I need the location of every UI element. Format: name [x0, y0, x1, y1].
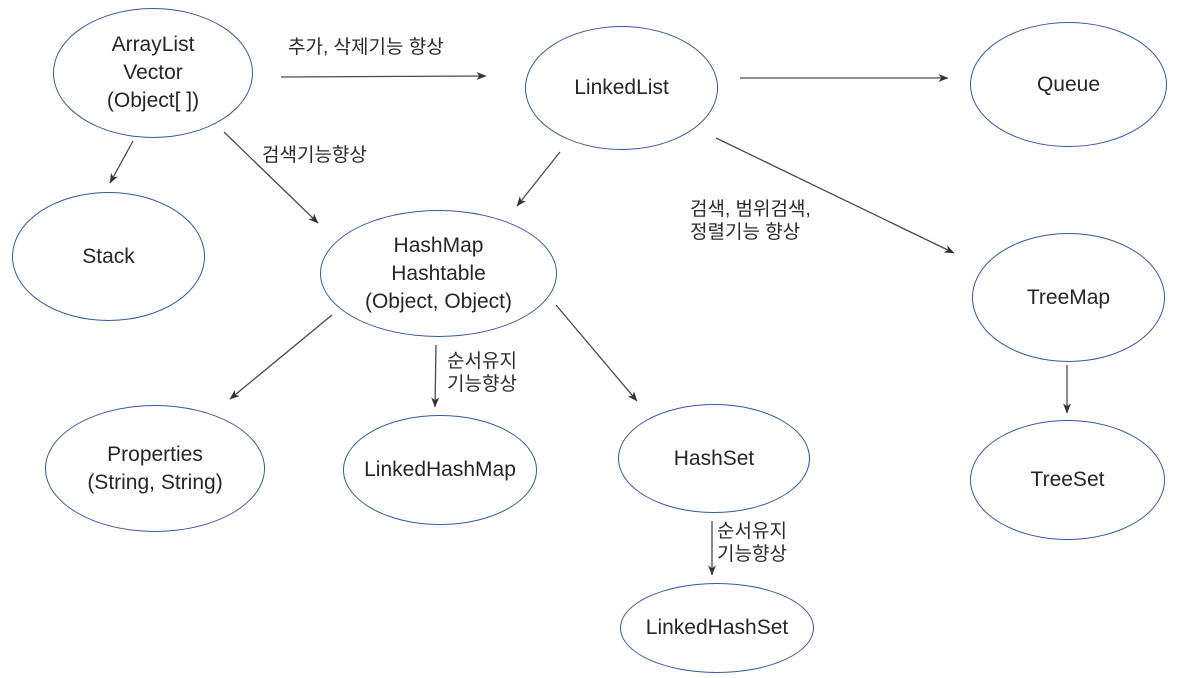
node-label: LinkedList [574, 76, 669, 99]
arrow-hashmap-hashset [555, 304, 638, 402]
node-hashset: HashSet [618, 404, 810, 513]
node-properties: Properties (String, String) [45, 405, 265, 532]
arrow-hashmap-linkedhashmap [431, 344, 440, 408]
edge-label-order-keeping-map: 순서유지 기능향상 [447, 350, 517, 396]
node-label: (Object, Object) [364, 289, 513, 313]
node-stack: Stack [12, 192, 205, 321]
node-label: Stack [82, 244, 135, 268]
node-linkedhashmap: LinkedHashMap [343, 415, 537, 525]
node-treemap: TreeMap [972, 233, 1165, 362]
edge-label-line: 기능향상 [447, 374, 517, 395]
node-label: Properties [107, 442, 203, 466]
node-label: Queue [1036, 72, 1101, 96]
node-label: Hashtable [391, 261, 486, 285]
edge-label-line: 정렬기능 향상 [690, 222, 801, 243]
arrow-arraylist-stack [109, 140, 134, 184]
node-label: Vector [123, 61, 183, 84]
node-label: HashSet [673, 446, 755, 470]
arrow-linkedlist-treemap [715, 137, 955, 254]
edge-label-line: 기능향상 [717, 544, 787, 565]
edge-label-line: 검색, 범위검색, [690, 199, 811, 220]
edge-label-line: 순서유지 [447, 351, 517, 372]
node-linkedlist: LinkedList [525, 26, 718, 150]
node-label: TreeSet [1030, 468, 1105, 491]
edge-label-line: 추가, 삭제기능 향상 [288, 37, 444, 58]
arrow-arraylist-hashmap [223, 131, 319, 224]
edge-label-search: 검색기능향상 [262, 144, 367, 167]
node-linkedhashset: LinkedHashSet [620, 583, 814, 673]
node-queue: Queue [970, 22, 1167, 147]
node-treeset: TreeSet [970, 420, 1165, 540]
node-label: LinkedHashMap [364, 458, 516, 481]
arrow-arraylist-linkedlist [280, 72, 487, 81]
edge-label-line: 순서유지 [717, 521, 787, 542]
arrow-linkedlist-hashmap [516, 151, 561, 207]
edge-label-search-range-sort: 검색, 범위검색, 정렬기능 향상 [690, 198, 811, 244]
node-label: ArrayList [111, 33, 195, 56]
node-arraylist-vector: ArrayList Vector (Object[ ]) [53, 8, 253, 138]
node-label: (String, String) [87, 470, 223, 494]
node-label: (Object[ ]) [106, 89, 200, 112]
edge-label-line: 검색기능향상 [262, 145, 367, 166]
edge-label-add-delete: 추가, 삭제기능 향상 [288, 36, 444, 59]
node-label: HashMap [393, 233, 484, 257]
node-hashmap-hashtable: HashMap Hashtable (Object, Object) [320, 210, 557, 337]
node-label: TreeMap [1026, 285, 1111, 309]
arrow-hashmap-properties [229, 314, 333, 400]
edge-label-order-keeping-set: 순서유지 기능향상 [717, 520, 787, 566]
node-label: LinkedHashSet [645, 616, 789, 639]
